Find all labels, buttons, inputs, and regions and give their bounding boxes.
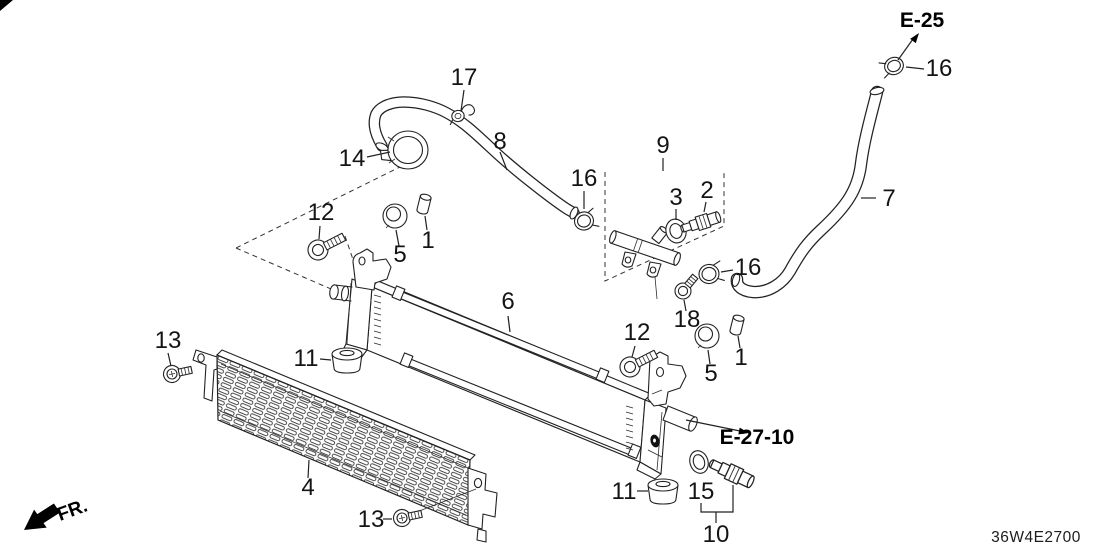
sensor-2 — [680, 211, 722, 233]
cap-5-left — [382, 203, 408, 229]
bolt-12-right — [619, 349, 659, 378]
callout-5-left: 5 — [393, 241, 406, 268]
hose-long — [730, 85, 885, 299]
wire-clamp-17 — [449, 104, 475, 126]
callout-8: 8 — [493, 128, 506, 155]
callout-12-left: 12 — [308, 199, 335, 226]
grommet-11-right — [647, 478, 679, 505]
sensor-10 — [708, 459, 755, 489]
ref-label-e27-10: E-27-10 — [720, 426, 795, 449]
callout-11-left: 11 — [294, 345, 319, 372]
callout-14: 14 — [339, 145, 366, 172]
callout-11-right: 11 — [612, 478, 637, 505]
callout-17: 17 — [451, 64, 478, 91]
e27-arrow-icon — [685, 419, 749, 435]
diagram-code: 36W4E2700 — [991, 529, 1081, 546]
pin-bolt-1-right — [729, 314, 745, 336]
callout-6: 6 — [501, 288, 514, 315]
callout-2: 2 — [700, 177, 713, 204]
callout-13-right: 13 — [358, 506, 385, 533]
e25-arrow-icon — [897, 33, 919, 61]
radiator — [329, 248, 698, 480]
callout-7: 7 — [882, 185, 895, 212]
hose-clamp-16-left — [573, 207, 600, 231]
callout-15: 15 — [688, 478, 715, 505]
washer-15 — [689, 450, 709, 474]
callout-16-mid: 16 — [735, 254, 762, 281]
callout-1-right: 1 — [734, 344, 747, 371]
fr-direction-arrow-icon — [24, 503, 61, 530]
cap-5-right — [694, 323, 720, 349]
hose-clamp-16-mid — [698, 260, 725, 285]
grommet-11-left — [331, 347, 363, 374]
pin-bolt-1-left — [416, 193, 432, 215]
hose-clamp-16-top — [878, 56, 904, 79]
bolt-12-left — [307, 232, 347, 261]
callout-9: 9 — [656, 132, 669, 159]
callout-3: 3 — [669, 184, 682, 211]
callout-18: 18 — [674, 306, 701, 333]
callout-leader-lines — [167, 66, 925, 523]
callout-1-left: 1 — [421, 227, 434, 254]
callout-12-right: 12 — [624, 319, 651, 346]
page-corner-mark — [0, 0, 13, 11]
bolt-13-left — [162, 364, 193, 384]
callout-16-left: 16 — [571, 165, 598, 192]
callout-10: 10 — [703, 521, 730, 548]
bolt-13-right — [392, 508, 423, 528]
ref-label-e25: E-25 — [900, 9, 945, 32]
callout-13-left: 13 — [155, 327, 182, 354]
oil-cooler — [192, 349, 498, 543]
hose-clamp-14 — [379, 130, 429, 170]
callout-16-top: 16 — [926, 55, 953, 82]
callout-5-right: 5 — [704, 360, 717, 387]
bolt-18 — [674, 273, 699, 300]
fr-direction-label: FR. — [55, 495, 91, 525]
callout-4: 4 — [301, 474, 314, 501]
